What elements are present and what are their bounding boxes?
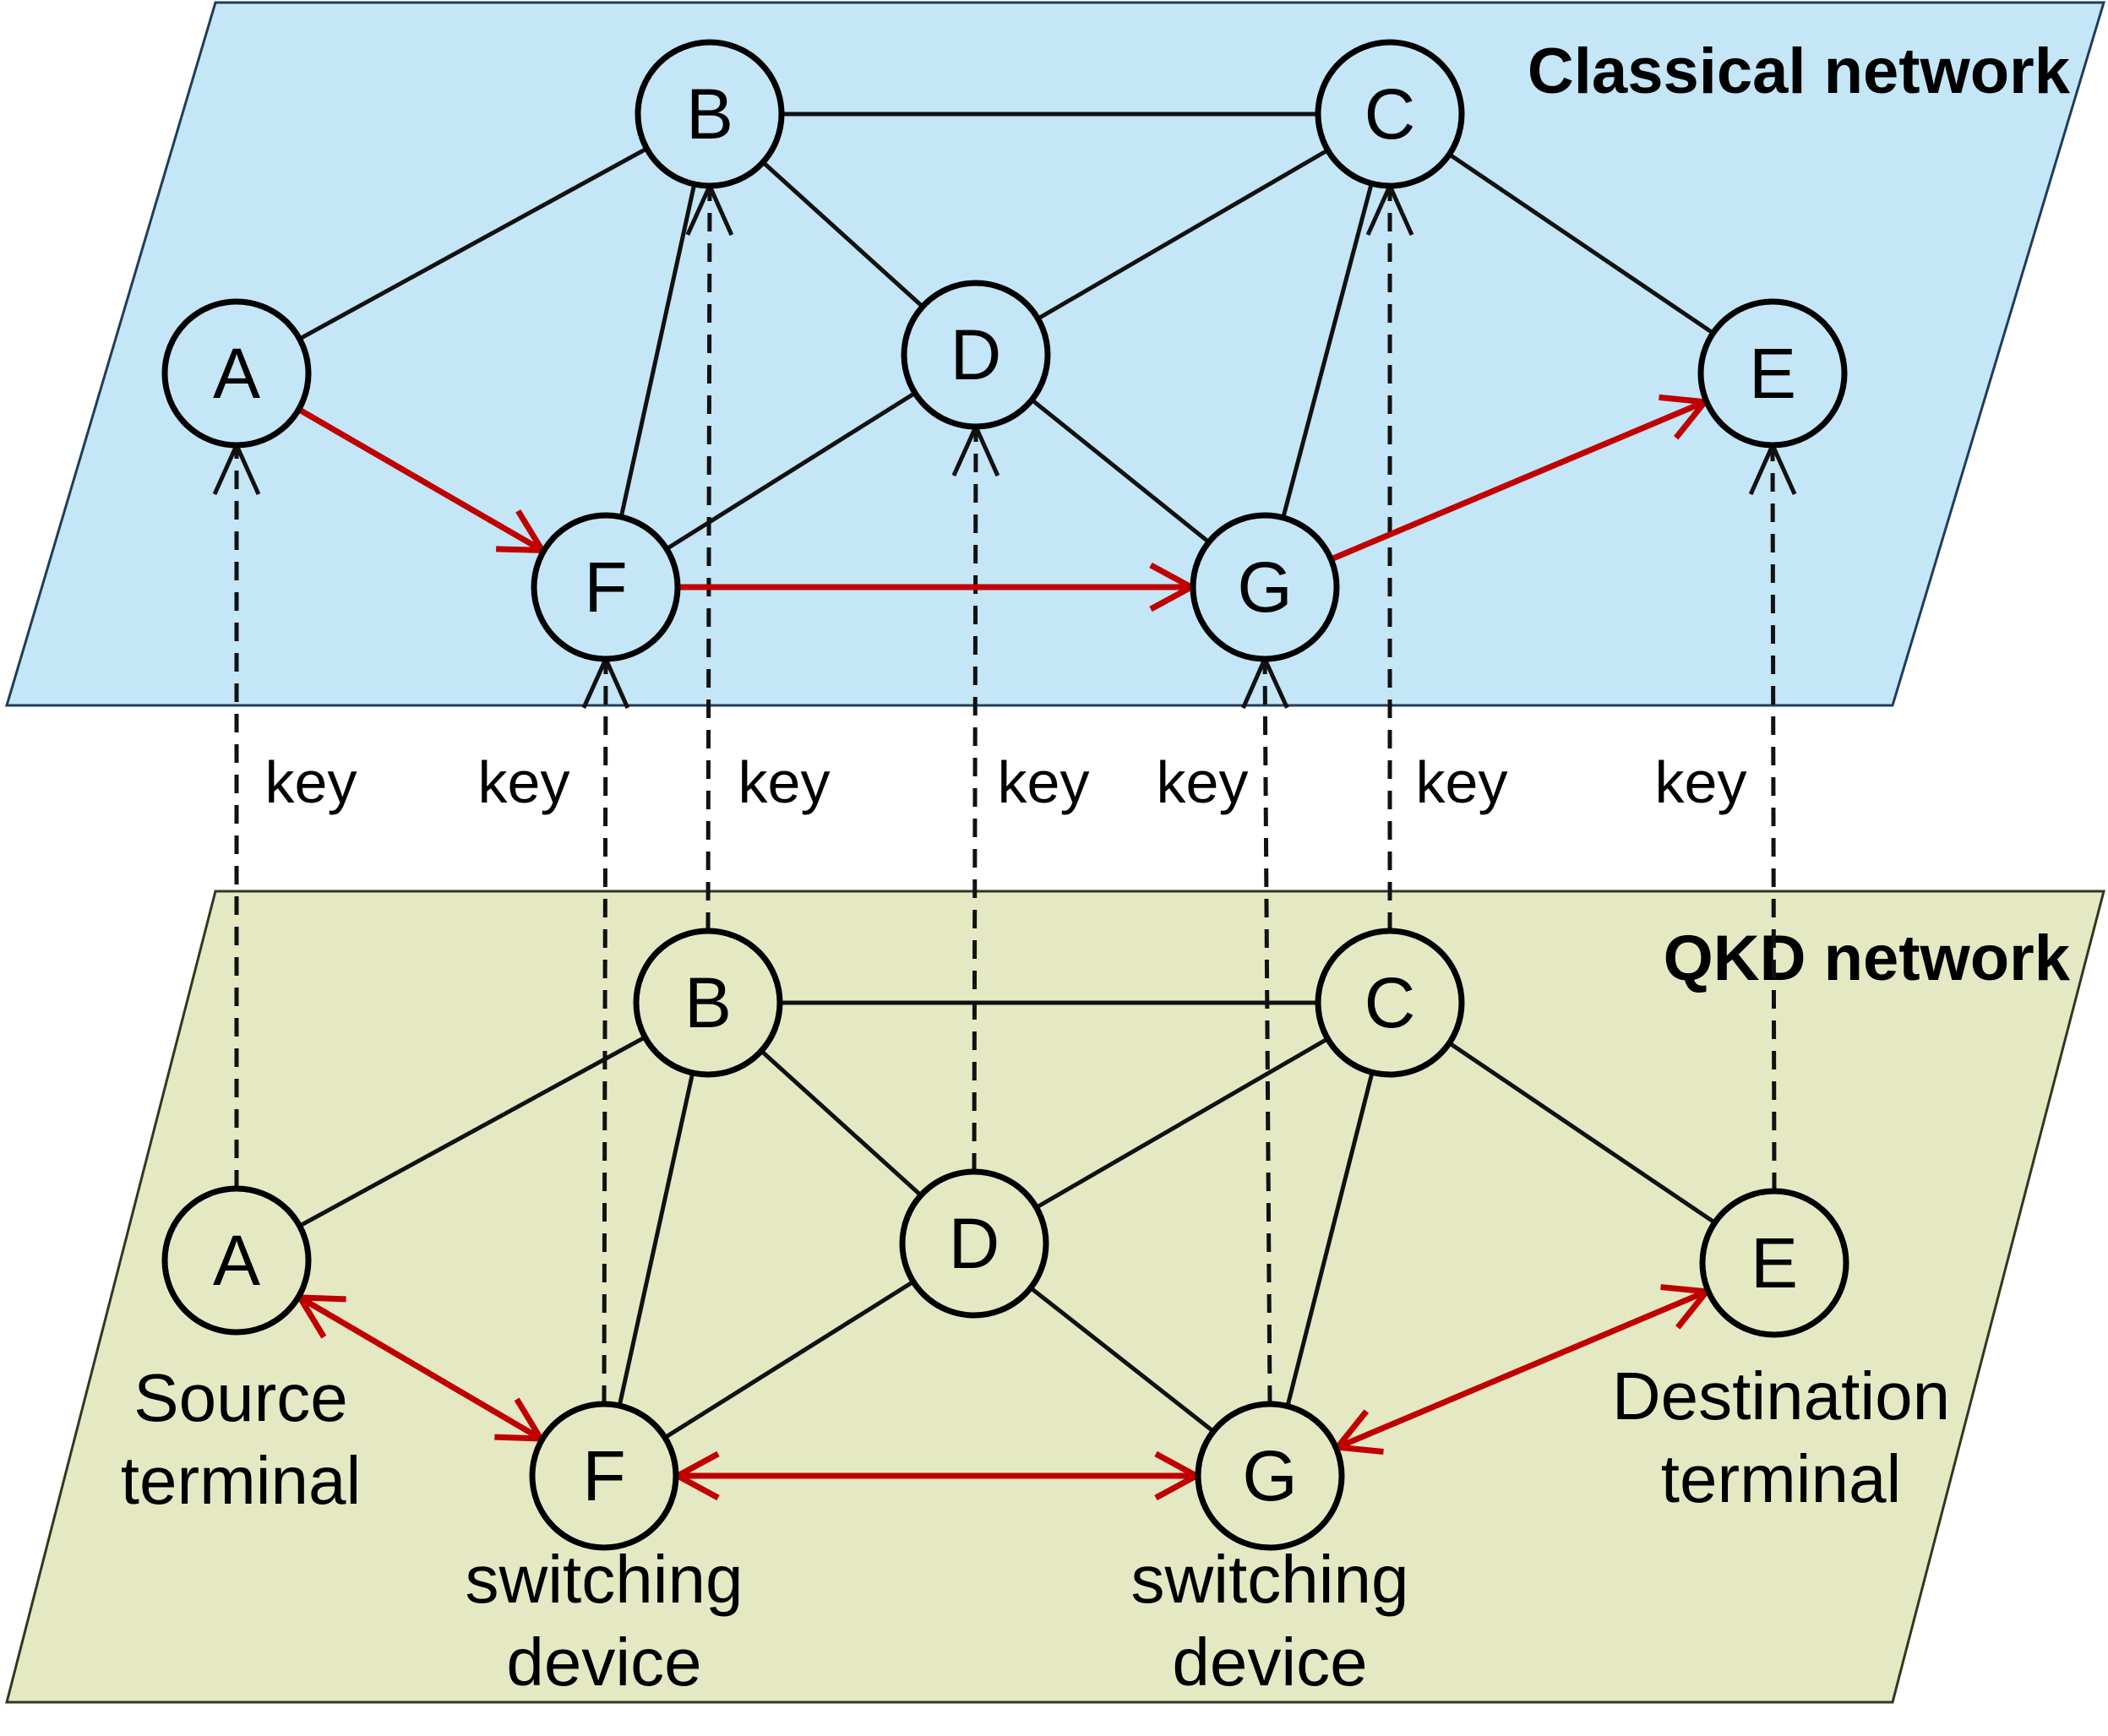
qkd-edge-b-f [617,1072,695,1407]
classical-edge-a-b [298,146,648,341]
switch-g-label-line-1: switching [1130,1542,1408,1617]
key-link-b [705,185,712,932]
classical-edge-c-g [1281,182,1374,519]
node-label: C [1364,74,1416,154]
node-circle [1315,928,1465,1078]
node-circle [1195,1401,1345,1551]
classical-edge-d-g [1030,398,1211,544]
classical-node-d: D [901,280,1051,430]
node-label: E [1749,334,1796,413]
qkd-edge-d-g [1029,1286,1215,1434]
key-label-b: key [738,749,831,815]
node-circle [531,512,681,662]
classical-edge-b-d [761,161,924,308]
destination-label-line-1: Destination [1612,1358,1950,1434]
node-label: A [213,1221,260,1300]
switching-device-f-label: switching device [465,1542,743,1700]
node-circle [161,1185,312,1336]
node-circle [1190,512,1340,662]
qkd-edge-d-f [663,1280,915,1439]
node-label: D [949,1204,1000,1283]
key-label-d: key [998,749,1090,815]
qkd-network-title: QKD network [1664,922,2071,994]
key-link-e [1770,444,1777,1192]
node-circle [1697,298,1848,449]
destination-label-line-2: terminal [1661,1441,1902,1516]
node-label: B [684,963,732,1042]
qkd-node-c: C [1315,928,1465,1078]
qkd-node-e: E [1699,1188,1849,1338]
classical-node-b: B [635,39,785,189]
qkd-network-plane [5,890,2105,1704]
qkd-edge-b-d [760,1049,923,1197]
destination-terminal-label: Destination terminal [1612,1358,1950,1516]
node-label: B [686,74,733,154]
node-circle [899,1168,1049,1319]
qkd-edges [298,1000,1717,1439]
source-label-line-2: terminal [121,1443,362,1518]
qkd-edge-a-b [298,1035,646,1228]
qkd-node-f: F [529,1401,679,1551]
qkd-edge-c-g [1285,1071,1375,1407]
key-label-f: key [478,749,570,815]
node-circle [529,1401,679,1551]
classical-network-title: Classical network [1528,35,2071,107]
key-labels: key key key key key key key [265,749,1747,815]
node-label: A [213,334,260,413]
classical-route-a-f [298,407,544,553]
node-circle [1699,1188,1849,1338]
classical-edge-c-d [1037,148,1329,321]
node-circle [1315,39,1465,189]
classical-edge-c-e [1447,152,1715,335]
classical-node-c: C [1315,39,1465,189]
qkd-node-d: D [899,1168,1049,1319]
node-circle [901,280,1051,430]
qkd-node-a: A [161,1185,312,1336]
node-circle [161,298,312,449]
node-circle [635,39,785,189]
classical-node-a: A [161,298,312,449]
node-label: F [584,547,627,627]
classical-route-g-e [1331,399,1707,562]
source-label-line-1: Source [133,1360,347,1435]
node-label: G [1242,1436,1297,1516]
key-link-d [972,426,978,1173]
classical-node-g: G [1190,512,1340,662]
qkd-edge-c-e [1447,1041,1717,1225]
qkd-nodes: A B C D E F G [161,928,1849,1551]
classical-nodes: A B C D E F G [161,39,1848,662]
key-label-c: key [1416,749,1508,815]
key-label-g: key [1157,749,1249,815]
classical-edges [298,112,1715,551]
classical-edge-b-f [618,183,697,518]
qkd-route-g-e [1336,1288,1708,1450]
switch-g-label-line-2: device [1172,1624,1367,1700]
qkd-route-a-f [298,1294,542,1442]
node-label: G [1237,547,1292,627]
key-link-f [602,658,608,1405]
switch-f-label-line-1: switching [465,1542,743,1617]
node-label: E [1751,1223,1798,1303]
node-label: D [951,315,1002,395]
node-label: C [1364,963,1416,1042]
key-label-e: key [1655,749,1747,815]
node-circle [633,928,783,1078]
classical-node-e: E [1697,298,1848,449]
qkd-node-b: B [633,928,783,1078]
key-label-a: key [265,749,357,815]
key-link-g [1262,658,1272,1405]
node-label: F [582,1436,625,1516]
source-terminal-label: Source terminal [121,1360,362,1518]
qkd-node-g: G [1195,1401,1345,1551]
switch-f-label-line-2: device [506,1624,701,1700]
qkd-edge-c-d [1035,1037,1329,1210]
switching-device-g-label: switching device [1130,1542,1408,1700]
classical-node-f: F [531,512,681,662]
